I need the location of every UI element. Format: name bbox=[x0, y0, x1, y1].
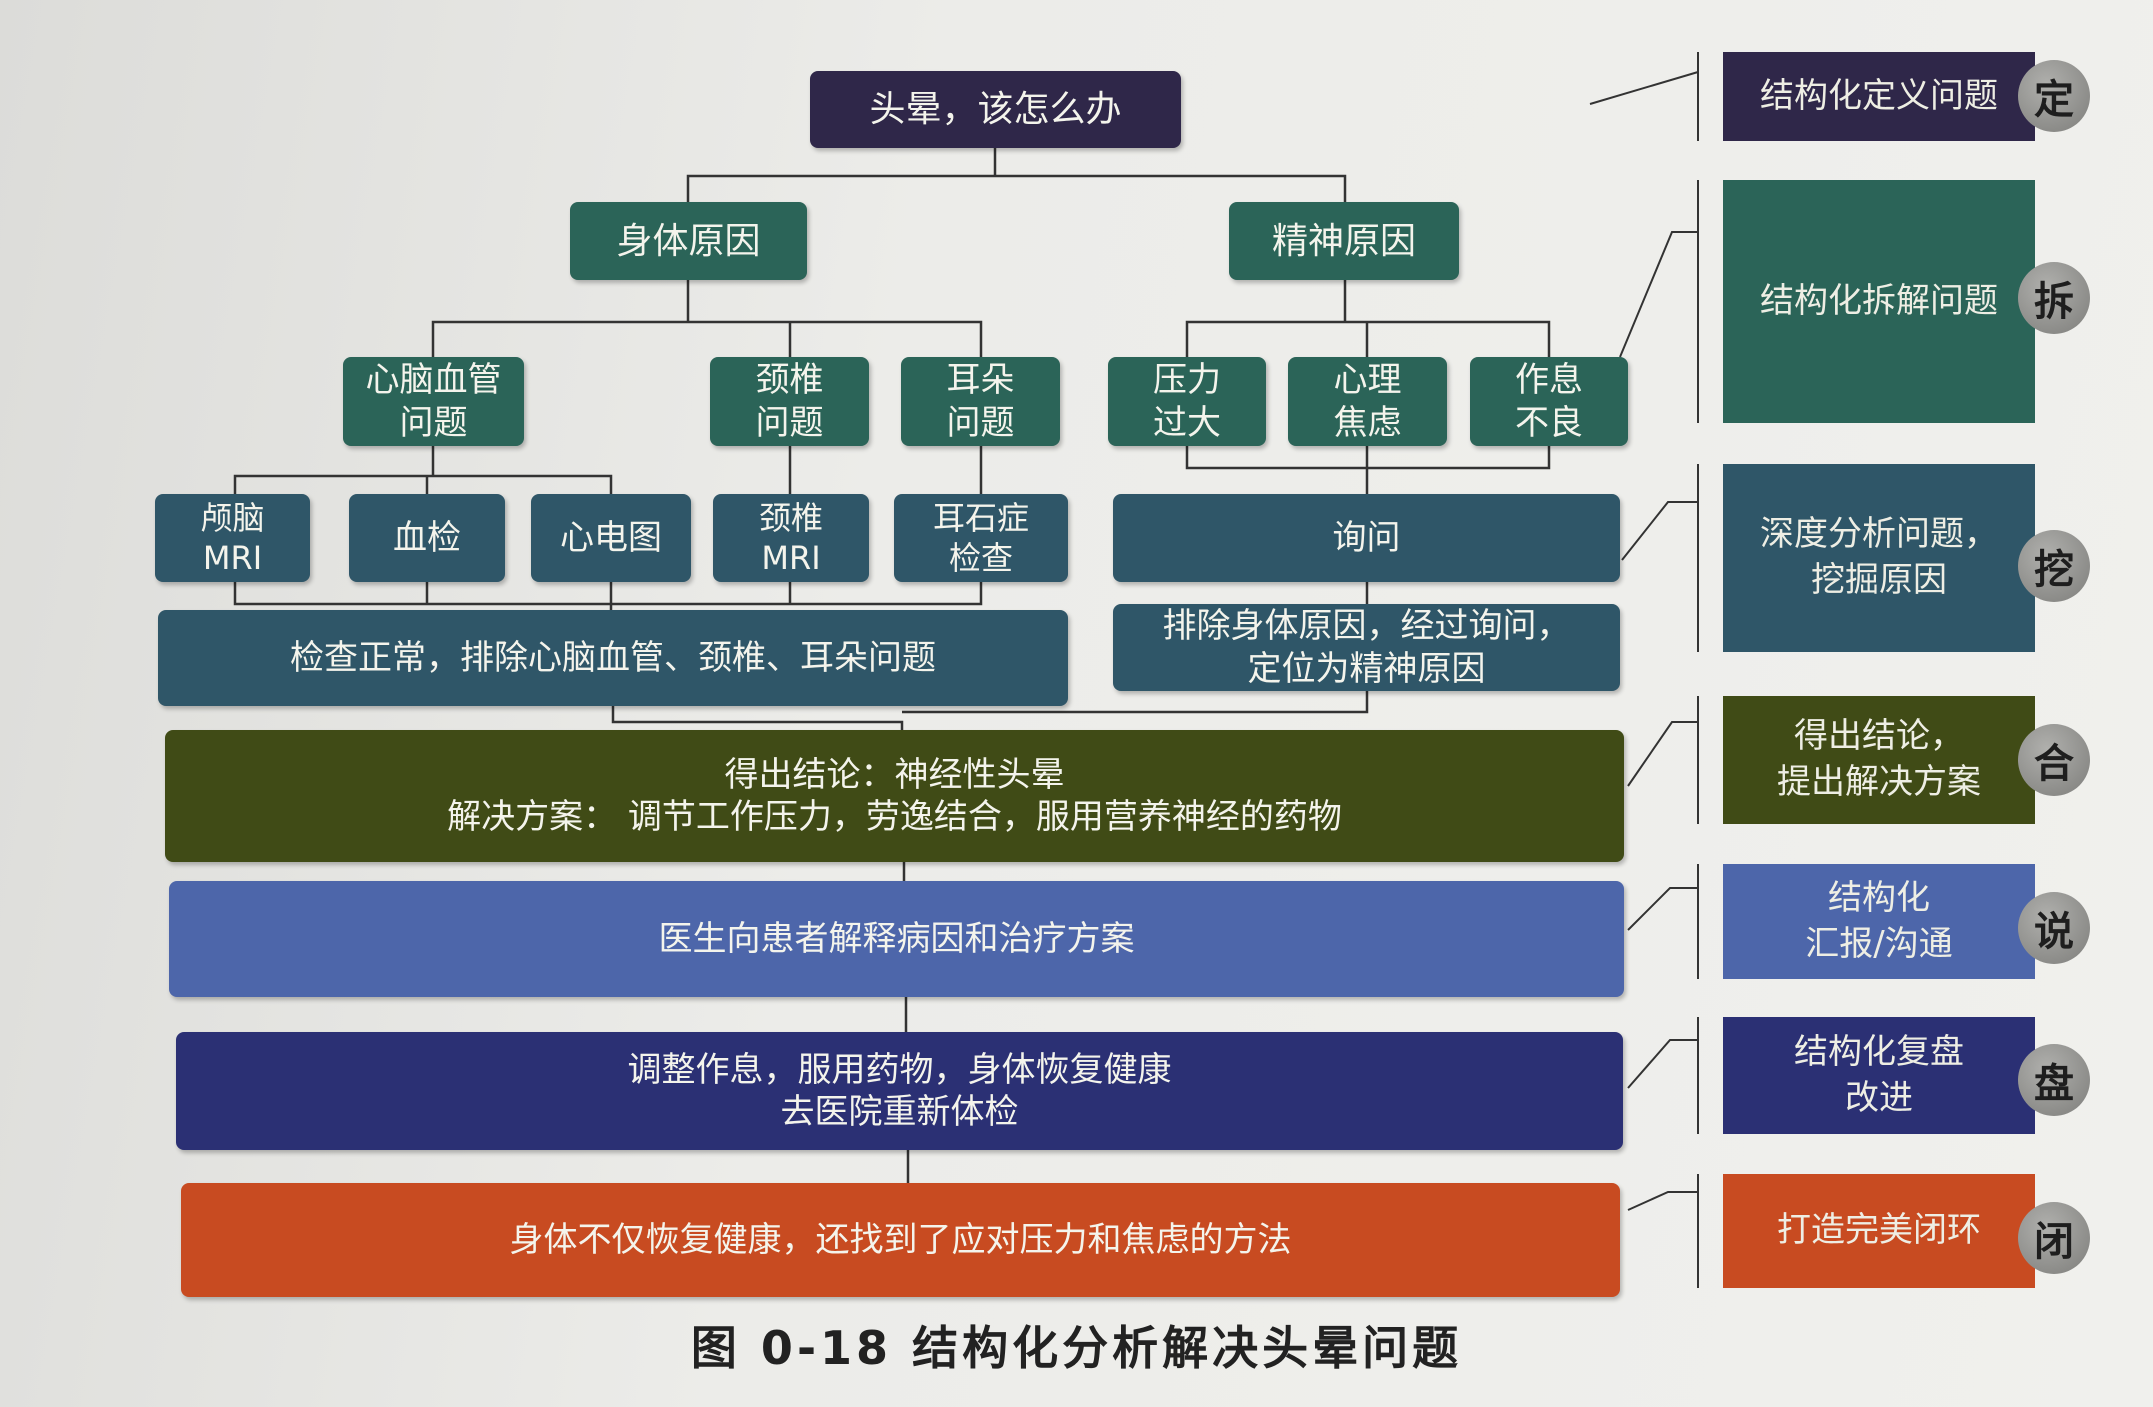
step-report-label: 结构化 汇报/沟通 bbox=[1723, 864, 2035, 979]
figure-caption: 图 0-18 结构化分析解决头晕问题 bbox=[690, 1321, 1463, 1375]
step-conclude-label: 得出结论， 提出解决方案 bbox=[1723, 696, 2035, 824]
blood-test-box: 血检 bbox=[349, 494, 505, 582]
step-close-label: 打造完美闭环 bbox=[1723, 1174, 2035, 1288]
exclude-body-box: 检查正常，排除心脑血管、颈椎、耳朵问题 bbox=[158, 610, 1068, 706]
stress-box: 压力 过大 bbox=[1108, 357, 1266, 446]
action-box: 调整作息，服用药物，身体恢复健康 去医院重新体检 bbox=[176, 1032, 1623, 1150]
locate-mind-box: 排除身体原因，经过询问， 定位为精神原因 bbox=[1113, 604, 1620, 691]
otolith-test-box: 耳石症 检查 bbox=[894, 494, 1068, 582]
cervical-problem-box: 颈椎 问题 bbox=[710, 357, 869, 446]
conclusion-box: 得出结论：神经性头晕 解决方案： 调节工作压力，劳逸结合，服用营养神经的药物 bbox=[165, 730, 1624, 862]
explain-box: 医生向患者解释病因和治疗方案 bbox=[169, 881, 1624, 997]
routine-box: 作息 不良 bbox=[1470, 357, 1628, 446]
inquiry-box: 询问 bbox=[1113, 494, 1620, 582]
step-decompose-badge: 拆 bbox=[2018, 262, 2090, 334]
step-conclude-badge: 合 bbox=[2018, 724, 2090, 796]
cervical-mri-box: 颈椎 MRI bbox=[713, 494, 869, 582]
body-cause-box: 身体原因 bbox=[570, 202, 807, 280]
step-analyze-label: 深度分析问题， 挖掘原因 bbox=[1723, 464, 2035, 652]
step-review-label: 结构化复盘 改进 bbox=[1723, 1017, 2035, 1134]
step-review-badge: 盘 bbox=[2018, 1044, 2090, 1116]
step-analyze-badge: 挖 bbox=[2018, 530, 2090, 602]
step-report-badge: 说 bbox=[2018, 892, 2090, 964]
result-box: 身体不仅恢复健康，还找到了应对压力和焦虑的方法 bbox=[181, 1183, 1620, 1297]
ear-problem-box: 耳朵 问题 bbox=[901, 357, 1060, 446]
problem-title-box: 头晕，该怎么办 bbox=[810, 71, 1181, 148]
anxiety-box: 心理 焦虑 bbox=[1288, 357, 1447, 446]
ecg-box: 心电图 bbox=[531, 494, 691, 582]
step-define-badge: 定 bbox=[2018, 60, 2090, 132]
step-decompose-label: 结构化拆解问题 bbox=[1723, 180, 2035, 423]
brain-mri-box: 颅脑 MRI bbox=[155, 494, 310, 582]
step-define-label: 结构化定义问题 bbox=[1723, 52, 2035, 141]
step-close-badge: 闭 bbox=[2018, 1202, 2090, 1274]
mind-cause-box: 精神原因 bbox=[1229, 202, 1459, 280]
cardio-problem-box: 心脑血管 问题 bbox=[343, 357, 524, 446]
